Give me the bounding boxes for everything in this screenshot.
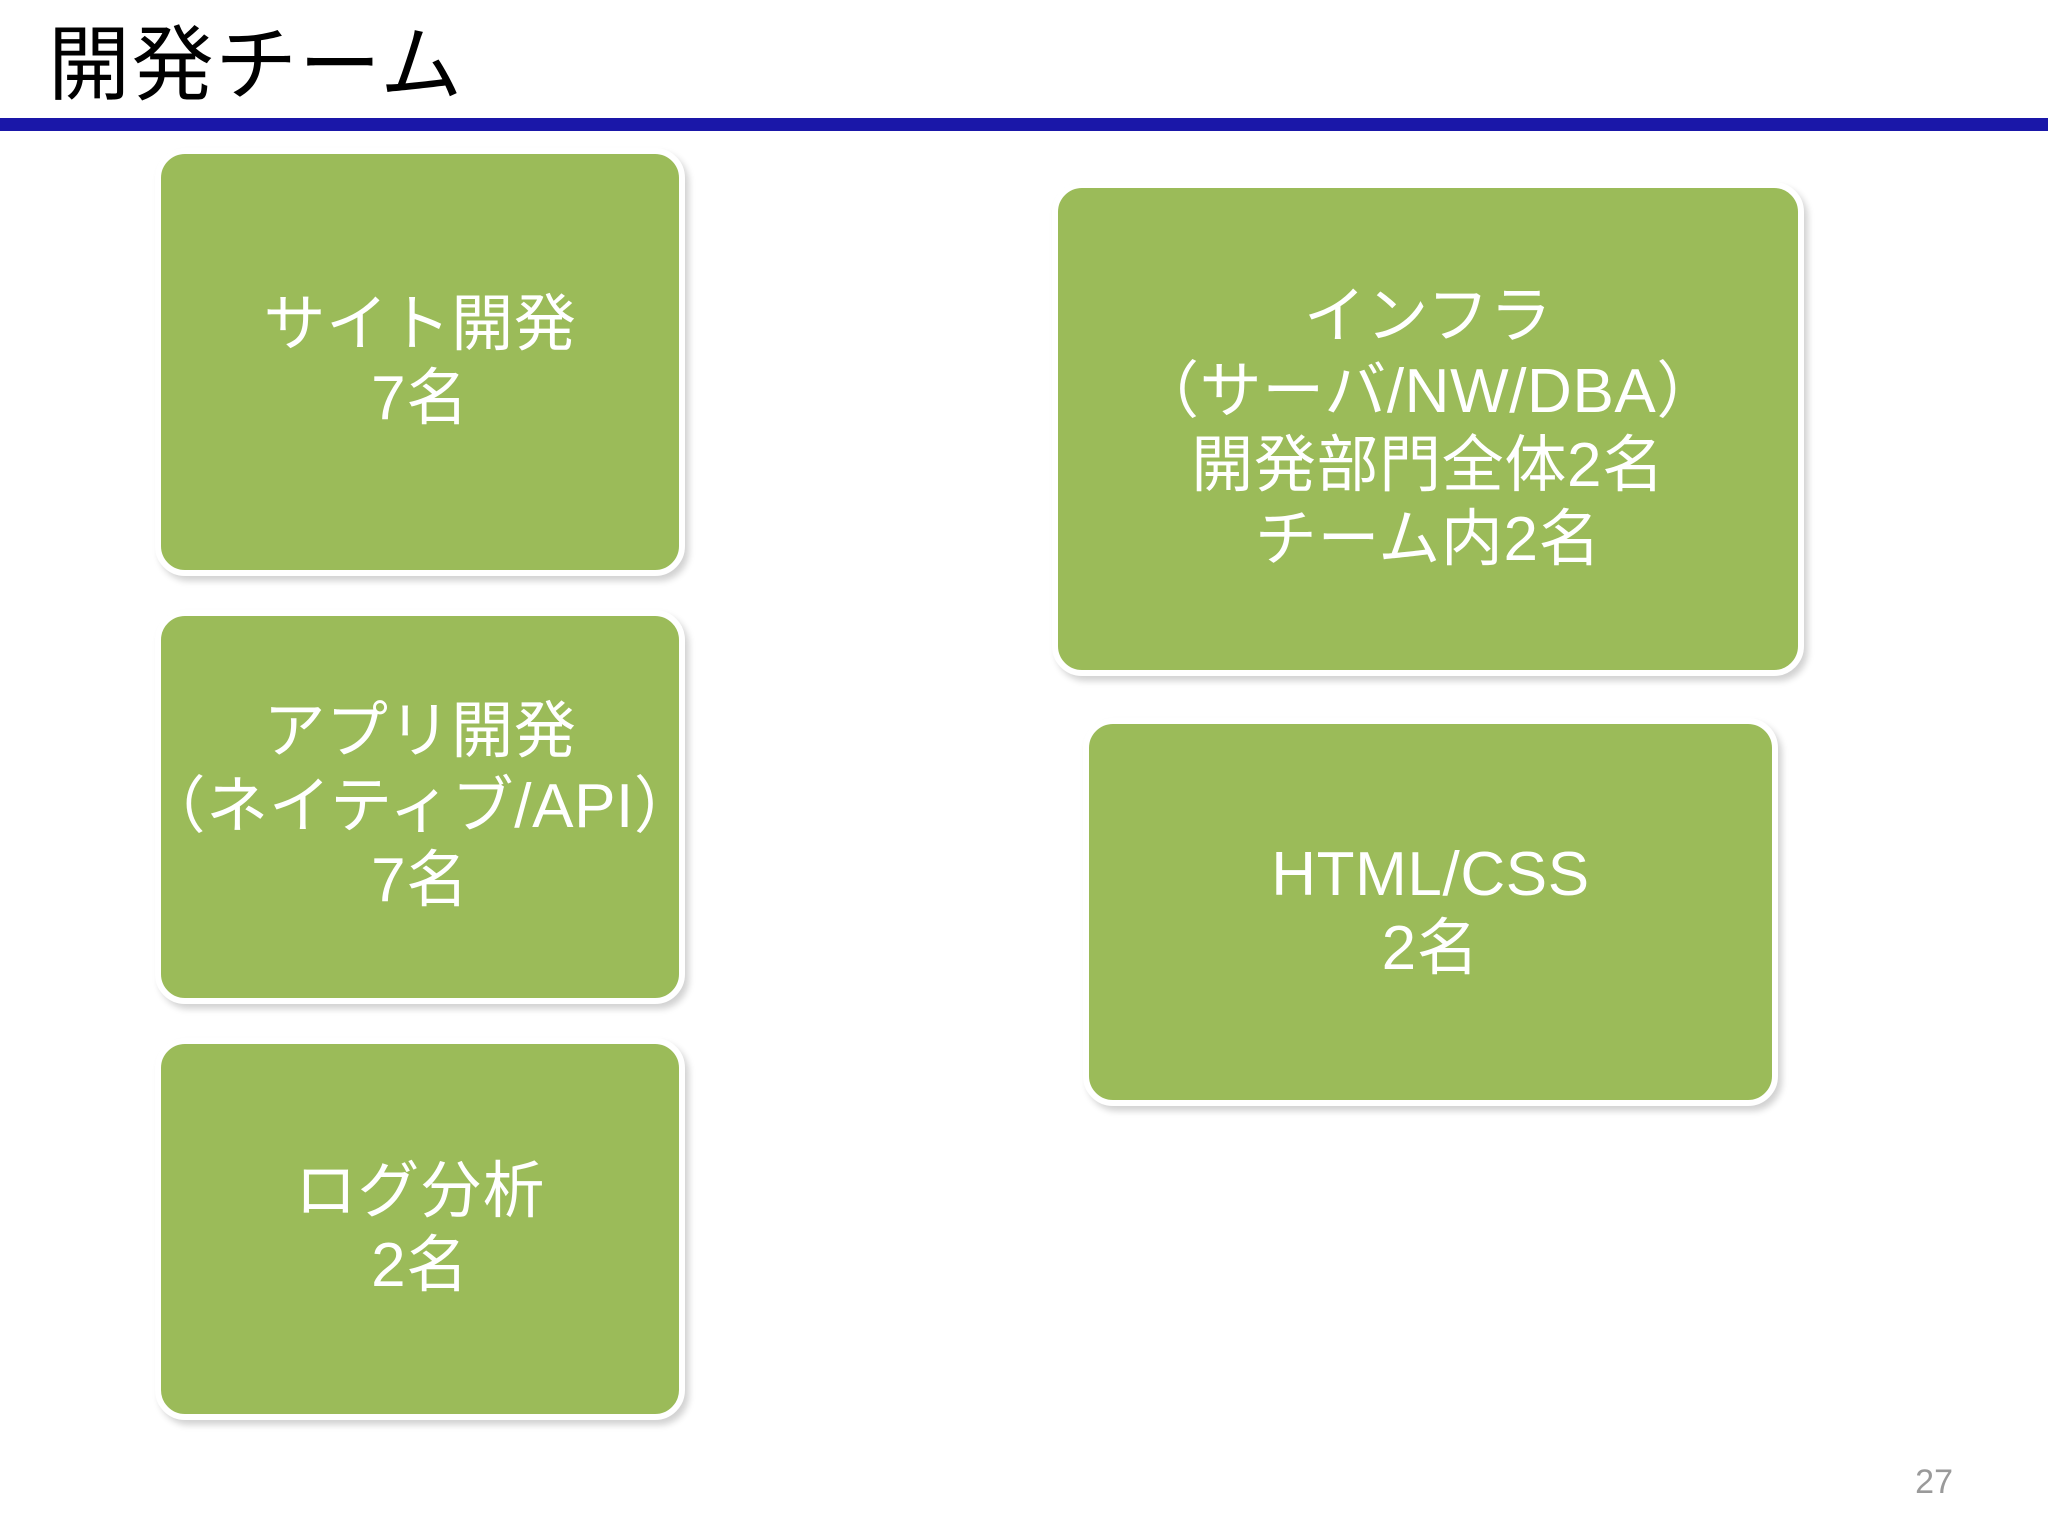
tile-app-development: アプリ開発 （ネイティブ/API） 7名 [143, 610, 696, 1004]
tile-log-analysis: ログ分析 2名 [155, 1038, 685, 1420]
page-title: 開発チーム [48, 20, 464, 111]
tile-line: （サーバ/NW/DBA） [1136, 356, 1720, 426]
tile-line: 2名 [371, 1231, 469, 1300]
tile-line: チーム内2名 [1254, 505, 1602, 575]
tile-html-css: HTML/CSS 2名 [1083, 718, 1778, 1106]
tile-line: サイト開発 [263, 289, 577, 359]
tile-line: 7名 [371, 846, 469, 916]
page-number: 27 [1915, 1463, 1953, 1501]
tile-line: アプリ開発 [263, 697, 577, 767]
title-divider-rule [0, 118, 2048, 131]
tile-line: 7名 [371, 364, 469, 433]
tile-infrastructure: インフラ （サーバ/NW/DBA） 開発部門全体2名 チーム内2名 [1052, 182, 1804, 676]
tile-site-development: サイト開発 7名 [155, 148, 685, 576]
tile-line: インフラ [1303, 282, 1553, 352]
tile-line: 開発部門全体2名 [1191, 431, 1665, 500]
tile-line: ログ分析 [294, 1156, 546, 1226]
tile-line: HTML/CSS [1271, 839, 1590, 909]
tile-line: 2名 [1381, 914, 1480, 983]
tile-line: （ネイティブ/API） [143, 771, 697, 841]
